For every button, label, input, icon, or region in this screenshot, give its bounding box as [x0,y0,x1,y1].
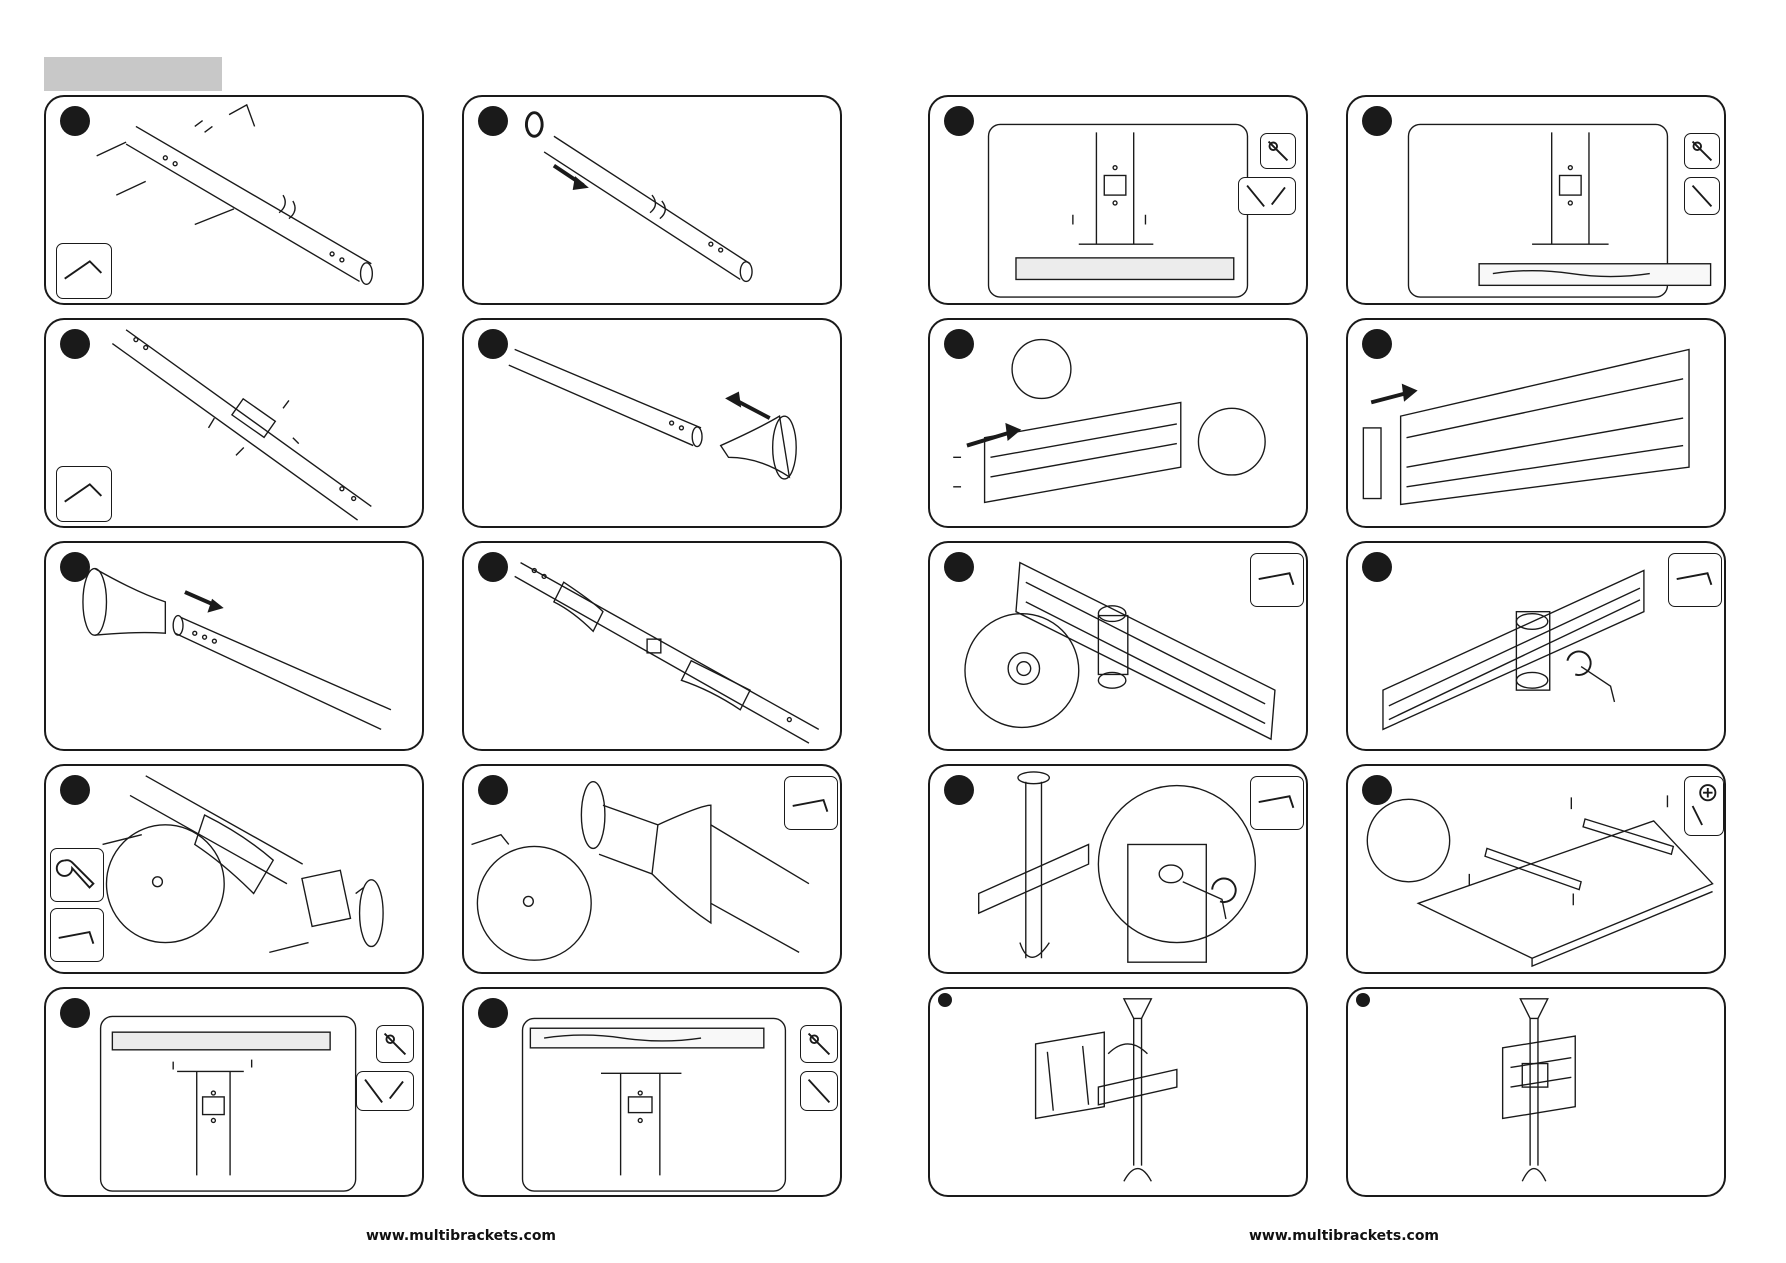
step-panel-right-r1c2 [1346,95,1726,305]
step-panel-left-r5c1 [44,987,424,1197]
cover-slide-illustration [46,543,422,749]
step-indicator [478,329,508,359]
step-panel-left-r2c2 [462,318,842,528]
step-panel-right-r4c2 [1346,764,1726,974]
tool-box-hex-key [1250,776,1304,830]
footer-website-right: www.multibrackets.com [1249,1228,1439,1244]
tool-box-screw [800,1071,838,1111]
rail-end-cap-illustration [1348,320,1724,526]
step-indicator [478,552,508,582]
step-indicator [1362,552,1392,582]
step-indicator [478,106,508,136]
step-panel-right-r2c2 [1346,318,1726,528]
ring-on-pole-illustration [464,97,840,303]
wall-plug-icon [357,1072,413,1110]
step-panel-left-r1c1 [44,95,424,305]
wrench-icon [51,849,103,901]
step-panel-right-r3c1 [928,541,1308,751]
drill-bit-icon [1261,134,1295,168]
screw-icon [1685,178,1719,214]
step-panel-left-r5c2 [462,987,842,1197]
footer-website-left: www.multibrackets.com [366,1228,556,1244]
drill-bit-icon [377,1026,413,1062]
step-panel-right-r5c2 [1346,987,1726,1197]
step-indicator [1362,329,1392,359]
hex-key-icon [1251,554,1303,606]
step-panel-right-r5c1 [928,987,1308,1197]
tool-box-hex-key [1250,553,1304,607]
tool-box-hex-key [56,466,112,522]
step-indicator [60,106,90,136]
drill-bit-icon [1685,134,1719,168]
tool-box-screwdriver [1684,776,1724,836]
screwdriver-icon [1685,777,1723,835]
step-indicator [944,329,974,359]
hex-key-icon [57,244,111,298]
header-tab-bar [44,57,222,91]
tool-box-hex-key [784,776,838,830]
step-indicator [938,993,952,1007]
step-panel-left-r4c2 [462,764,842,974]
tool-box-wall-plug [1238,177,1296,215]
step-panel-left-r4c1 [44,764,424,974]
tool-box-hex-key [1668,553,1722,607]
step-panel-left-r3c2 [462,541,842,751]
step-panel-right-r3c2 [1346,541,1726,751]
display-mounted-illustration [1348,989,1724,1195]
step-panel-right-r2c1 [928,318,1308,528]
tool-box-drill-bit [1684,133,1720,169]
tool-box-drill-bit [800,1025,838,1063]
tool-box-drill-bit [376,1025,414,1063]
step-indicator [60,552,90,582]
step-indicator [944,106,974,136]
cover-slide-illustration [464,320,840,526]
step-indicator [478,998,508,1028]
step-panel-right-r4c1 [928,764,1308,974]
step-indicator [478,775,508,805]
hex-key-icon [57,467,111,521]
hex-key-icon [51,909,103,961]
hex-key-icon [1251,777,1303,829]
step-indicator [944,552,974,582]
step-indicator [944,775,974,805]
tool-box-screw [1684,177,1720,215]
step-indicator [60,775,90,805]
step-indicator [1356,993,1370,1007]
tool-box-hex-key [56,243,112,299]
hex-key-icon [1669,554,1721,606]
step-indicator [60,329,90,359]
step-panel-left-r1c2 [462,95,842,305]
ceiling-mount-wood-illustration [464,989,840,1195]
hang-display-illustration [930,989,1306,1195]
tool-box-wall-plug [356,1071,414,1111]
step-indicator [1362,775,1392,805]
pole-with-covers-illustration [464,543,840,749]
step-panel-right-r1c1 [928,95,1308,305]
tool-box-hex-key [50,908,104,962]
tool-box-wrench [50,848,104,902]
drill-bit-icon [801,1026,837,1062]
hex-key-icon [785,777,837,829]
floor-mount-wood-illustration [1348,97,1724,303]
step-panel-left-r3c1 [44,541,424,751]
step-indicator [1362,106,1392,136]
screw-icon [801,1072,837,1110]
step-indicator [60,998,90,1028]
bracket-on-display-illustration [1348,766,1724,972]
rail-end-cap-illustration [930,320,1306,526]
tool-box-drill-bit [1260,133,1296,169]
step-panel-left-r2c1 [44,318,424,528]
wall-plug-icon [1239,178,1295,214]
